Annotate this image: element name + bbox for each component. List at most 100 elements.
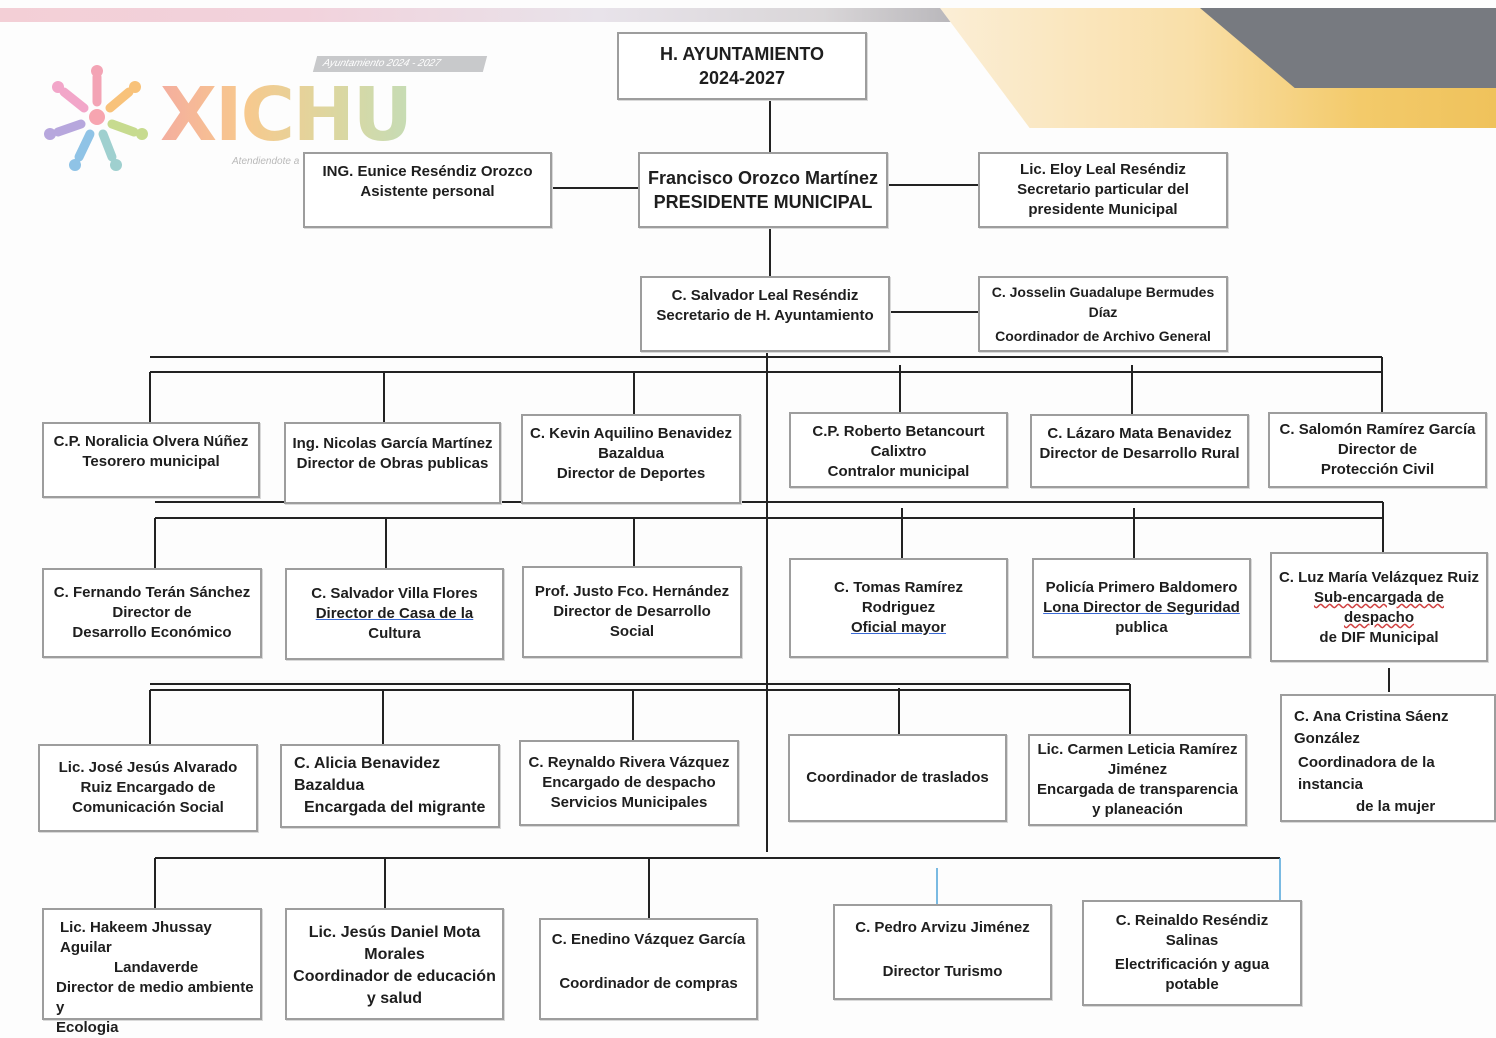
box-transparencia-line4: y planeación (1092, 801, 1183, 818)
box-rural-line1: C. Lázaro Mata Benavidez (1047, 425, 1232, 442)
box-proteccion: C. Salomón Ramírez García Director de Pr… (1268, 412, 1487, 488)
box-educacion-line2: Morales (364, 946, 425, 963)
box-compras-line2: Coordinador de compras (559, 975, 738, 992)
box-cultura-line3: Cultura (368, 625, 421, 642)
logo-slogan: Atendiendote a (232, 156, 300, 167)
box-ambiente: Lic. Hakeem Jhussay Aguilar Landaverde D… (42, 908, 262, 1036)
box-educacion-line3: Coordinador de educación (293, 968, 496, 985)
box-presidente-line2: PRESIDENTE MUNICIPAL (653, 192, 873, 212)
box-seguridad-line2: Lona Director de Seguridad (1043, 599, 1240, 616)
box-servicios-line3: Servicios Municipales (550, 794, 708, 811)
box-contralor-line3: Contralor municipal (827, 463, 970, 480)
box-educacion-line4: y salud (366, 990, 423, 1007)
box-dif-line1: C. Luz María Velázquez Ruiz (1278, 569, 1480, 586)
box-cultura: C. Salvador Villa Flores Director de Cas… (285, 568, 504, 660)
box-rural-line2: Director de Desarrollo Rural (1039, 445, 1240, 462)
box-cultura-line2: Director de Casa de la (315, 605, 474, 622)
box-secretario-line1: C. Salvador Leal Reséndiz (671, 287, 859, 304)
box-migrante-line3: Encargada del migrante (304, 799, 486, 816)
box-secretario-particular-line3: presidente Municipal (1028, 201, 1178, 218)
box-ambiente-line2: Landaverde (114, 959, 199, 976)
box-migrante-line2: Bazaldua (294, 777, 365, 794)
box-social-line2: Director de Desarrollo Social (553, 603, 711, 640)
box-ayuntamiento-line1: H. AYUNTAMIENTO (659, 44, 824, 64)
box-transparencia-line1: Lic. Carmen Leticia Ramírez (1037, 741, 1238, 758)
box-mujer-line3: Coordinadora de la instancia (1298, 754, 1435, 793)
box-mujer-line4: de la mujer (1356, 798, 1436, 815)
box-secretario-particular: Lic. Eloy Leal Reséndiz Secretario parti… (978, 152, 1228, 228)
box-economico-line1: C. Fernando Terán Sánchez (53, 584, 251, 601)
box-tesorero: C.P. Noralicia Olvera Núñez Tesorero mun… (42, 422, 260, 498)
logo-wordmark: XICHU (160, 72, 413, 158)
box-seguridad-line1: Policía Primero Baldomero (1045, 579, 1238, 596)
box-obras: Ing. Nicolas García Martínez Director de… (284, 422, 501, 504)
box-traslados-line1: Coordinador de traslados (806, 769, 989, 786)
box-ambiente-line4: Ecologia (56, 1019, 119, 1036)
box-contralor-line2: Calixtro (870, 443, 927, 460)
box-social: Prof. Justo Fco. Hernández Director de D… (522, 566, 742, 658)
box-deportes-line2: Bazaldua (598, 445, 664, 462)
box-economico-line2: Director de (112, 604, 192, 621)
box-obras-line1: Ing. Nicolas García Martínez (292, 435, 493, 452)
box-dif-line3: de DIF Municipal (1319, 629, 1439, 646)
box-servicios: C. Reynaldo Rivera Vázquez Encargado de … (519, 740, 739, 826)
box-ayuntamiento: H. AYUNTAMIENTO 2024-2027 (617, 32, 867, 100)
box-asistente-line2: Asistente personal (360, 183, 495, 200)
box-contralor: C.P. Roberto Betancourt Calixtro Contral… (789, 412, 1008, 488)
box-educacion: Lic. Jesús Daniel Mota Morales Coordinad… (285, 908, 504, 1020)
box-asistente-line1: ING. Eunice Reséndiz Orozco (322, 163, 533, 180)
box-dif-line2: Sub-encargada de despacho (1313, 589, 1445, 626)
box-tesorero-line1: C.P. Noralicia Olvera Núñez (53, 433, 249, 450)
box-comunicacion-line2: Ruiz Encargado de (80, 779, 216, 796)
people-circle-icon (44, 65, 148, 171)
box-proteccion-line3: Protección Civil (1320, 461, 1435, 478)
box-transparencia-line2: Jiménez (1107, 761, 1168, 778)
box-mujer: C. Ana Cristina Sáenz González Coordinad… (1280, 694, 1496, 822)
box-tesorero-line2: Tesorero municipal (82, 453, 220, 470)
box-presidente-line1: Francisco Orozco Martínez (647, 168, 879, 188)
box-rural: C. Lázaro Mata Benavidez Director de Des… (1030, 414, 1249, 488)
box-contralor-line1: C.P. Roberto Betancourt (812, 423, 985, 440)
box-oficial: C. Tomas Ramírez Rodriguez Oficial mayor (789, 558, 1008, 658)
box-comunicacion-line3: Comunicación Social (72, 799, 224, 816)
box-deportes-line1: C. Kevin Aquilino Benavidez (530, 425, 732, 442)
box-comunicacion-line1: Lic. José Jesús Alvarado (58, 759, 238, 776)
box-proteccion-line1: C. Salomón Ramírez García (1279, 421, 1476, 438)
box-migrante: C. Alicia Benavidez Bazaldua Encargada d… (280, 744, 500, 828)
box-proteccion-line2: Director de (1337, 441, 1418, 458)
box-electrificacion: C. Reinaldo Reséndiz Salinas Electrifica… (1082, 900, 1302, 1006)
box-secretario-line2: Secretario de H. Ayuntamiento (656, 307, 874, 324)
box-migrante-line1: C. Alicia Benavidez (294, 755, 441, 772)
box-servicios-line1: C. Reynaldo Rivera Vázquez (528, 754, 730, 771)
box-compras-line1: C. Enedino Vázquez García (551, 931, 746, 948)
box-mujer-line1: C. Ana Cristina Sáenz (1294, 708, 1449, 725)
box-ambiente-line1: Lic. Hakeem Jhussay Aguilar (60, 919, 212, 956)
box-deportes-line3: Director de Deportes (556, 465, 706, 482)
box-traslados: Coordinador de traslados (788, 734, 1007, 822)
box-obras-line2: Director de Obras publicas (296, 455, 489, 472)
box-seguridad: Policía Primero Baldomero Lona Director … (1032, 558, 1251, 658)
box-dif: C. Luz María Velázquez Ruiz Sub-encargad… (1270, 552, 1488, 662)
box-compras: C. Enedino Vázquez García Coordinador de… (539, 918, 758, 1020)
box-mujer-line2: González (1294, 730, 1360, 747)
box-electrificacion-line2: Electrificación y agua potable (1114, 956, 1270, 993)
box-archivo-line2: Coordinador de Archivo General (995, 328, 1211, 344)
box-electrificacion-line1: C. Reinaldo Reséndiz Salinas (1115, 912, 1269, 949)
box-ayuntamiento-line2: 2024-2027 (698, 68, 786, 88)
box-oficial-line1: C. Tomas Ramírez Rodriguez (834, 579, 963, 616)
box-educacion-line1: Lic. Jesús Daniel Mota (308, 924, 481, 941)
box-presidente: Francisco Orozco Martínez PRESIDENTE MUN… (638, 152, 888, 228)
box-secretario: C. Salvador Leal Reséndiz Secretario de … (640, 276, 890, 352)
box-turismo-line2: Director Turismo (882, 963, 1003, 980)
box-secretario-particular-line1: Lic. Eloy Leal Reséndiz (1020, 161, 1186, 178)
box-servicios-line2: Encargado de despacho (542, 774, 716, 791)
box-seguridad-line3: publica (1115, 619, 1168, 636)
box-turismo-line1: C. Pedro Arvizu Jiménez (855, 919, 1030, 936)
box-economico: C. Fernando Terán Sánchez Director de De… (42, 568, 262, 658)
box-transparencia: Lic. Carmen Leticia Ramírez Jiménez Enca… (1028, 734, 1247, 826)
box-archivo-line1: C. Josselin Guadalupe Bermudes Díaz (991, 284, 1215, 320)
box-ambiente-line3: Director de medio ambiente y (56, 979, 254, 1016)
box-archivo: C. Josselin Guadalupe Bermudes Díaz Coor… (978, 276, 1228, 352)
box-economico-line3: Desarrollo Económico (72, 624, 232, 641)
